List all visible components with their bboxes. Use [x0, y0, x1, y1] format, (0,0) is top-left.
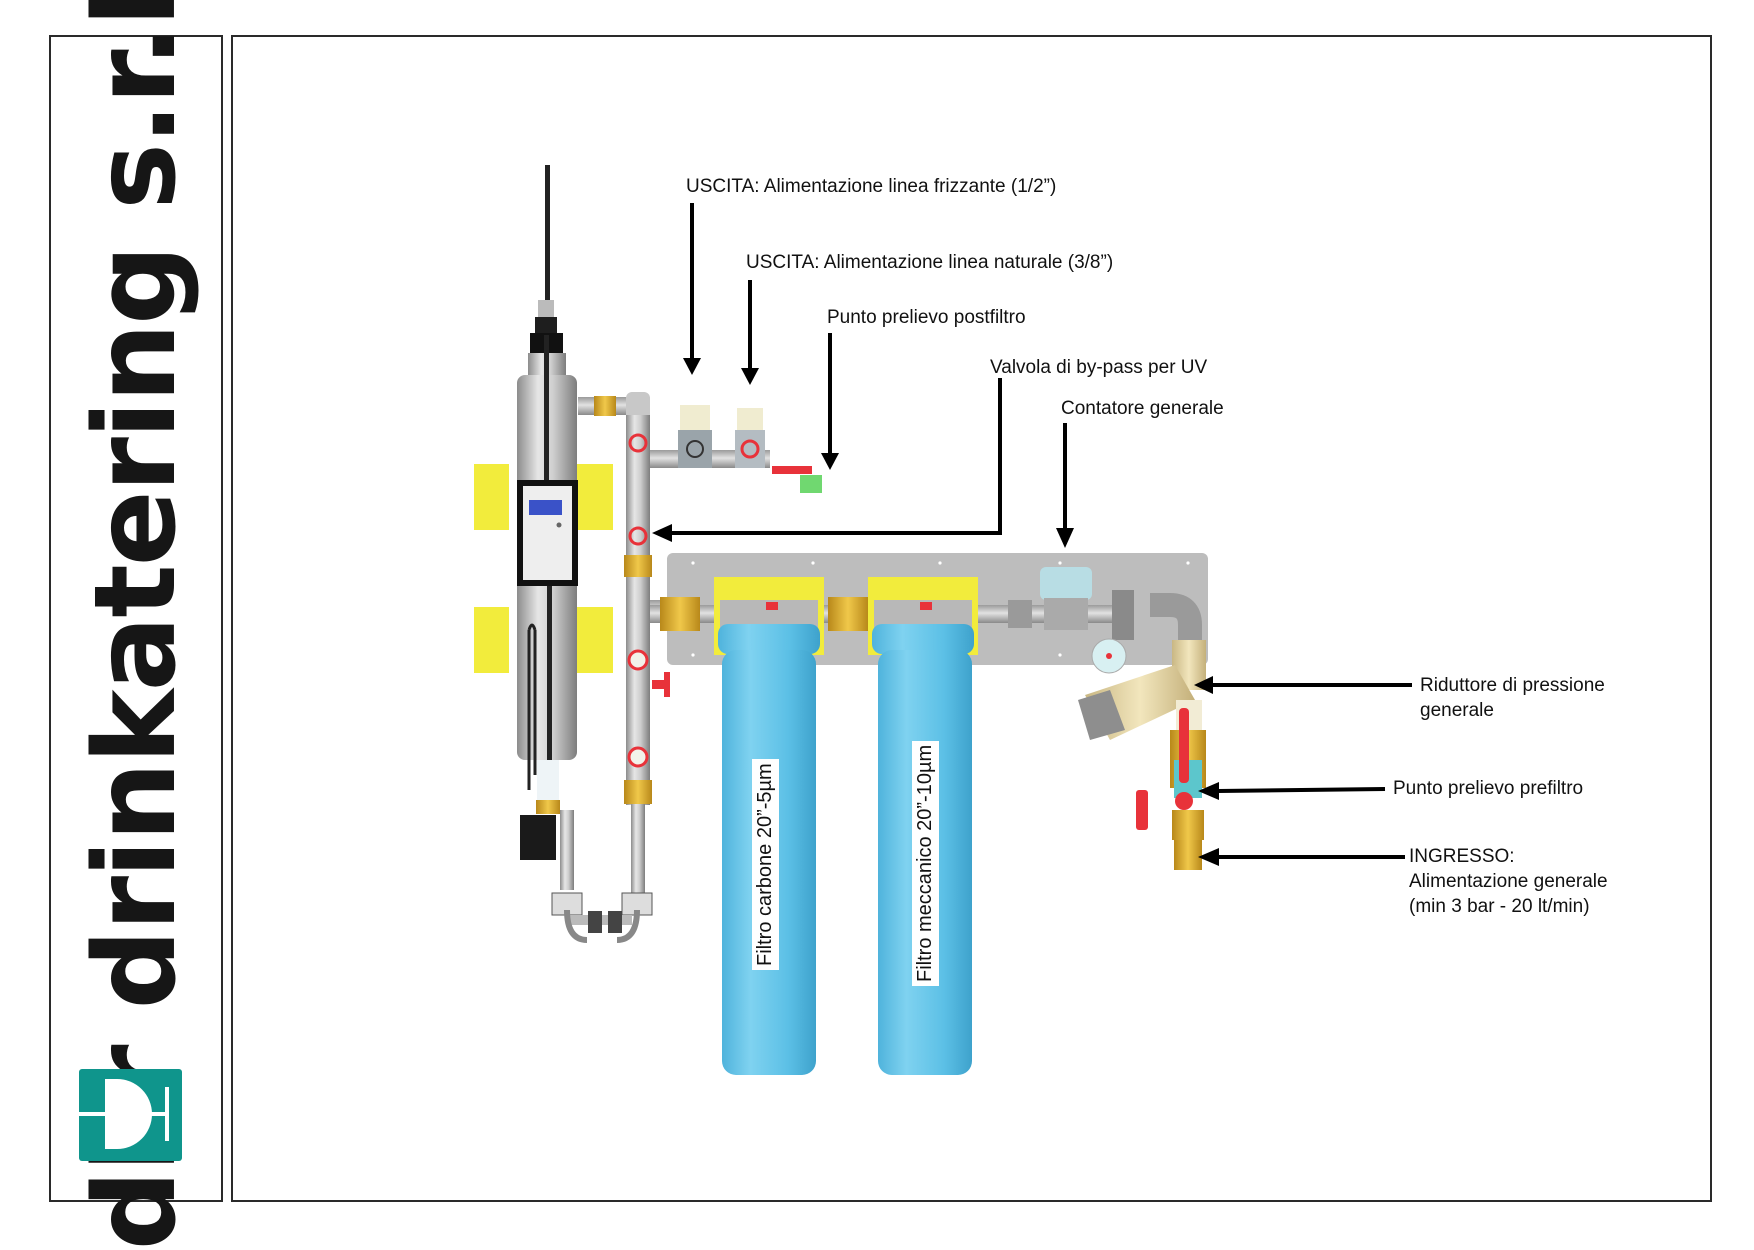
label-outlet-sparkling: USCITA: Alimentazione linea frizzante (1…	[686, 176, 1057, 197]
uv-control-unit	[517, 480, 578, 586]
pressure-reducer	[1078, 638, 1206, 870]
label-inlet: INGRESSO: Alimentazione generale (min 3 …	[1409, 846, 1608, 917]
label-main-meter: Contatore generale	[1061, 398, 1224, 419]
brand-sidebar	[49, 35, 223, 1202]
label-pre-filter-sample: Punto prelievo prefiltro	[1393, 778, 1584, 799]
arrowheads	[652, 358, 1219, 866]
label-uv-bypass-valve: Valvola di by-pass per UV	[990, 357, 1208, 378]
annotation-lines	[670, 203, 1412, 859]
filter-label-mechanical: Filtro meccanico 20”-10µm	[912, 740, 939, 986]
filter-label-carbon: Filtro carbone 20”-5µm	[752, 759, 779, 970]
wine-glass-d-logo-icon	[79, 1069, 182, 1161]
uv-brackets	[474, 464, 613, 673]
outlet-manifold	[678, 405, 822, 493]
water-meter	[1008, 567, 1202, 645]
label-post-filter-sample: Punto prelievo postfiltro	[827, 307, 1026, 328]
label-outlet-still: USCITA: Alimentazione linea naturale (3/…	[746, 252, 1114, 273]
label-pressure-reducer: Riduttore di pressione generale	[1420, 675, 1605, 721]
